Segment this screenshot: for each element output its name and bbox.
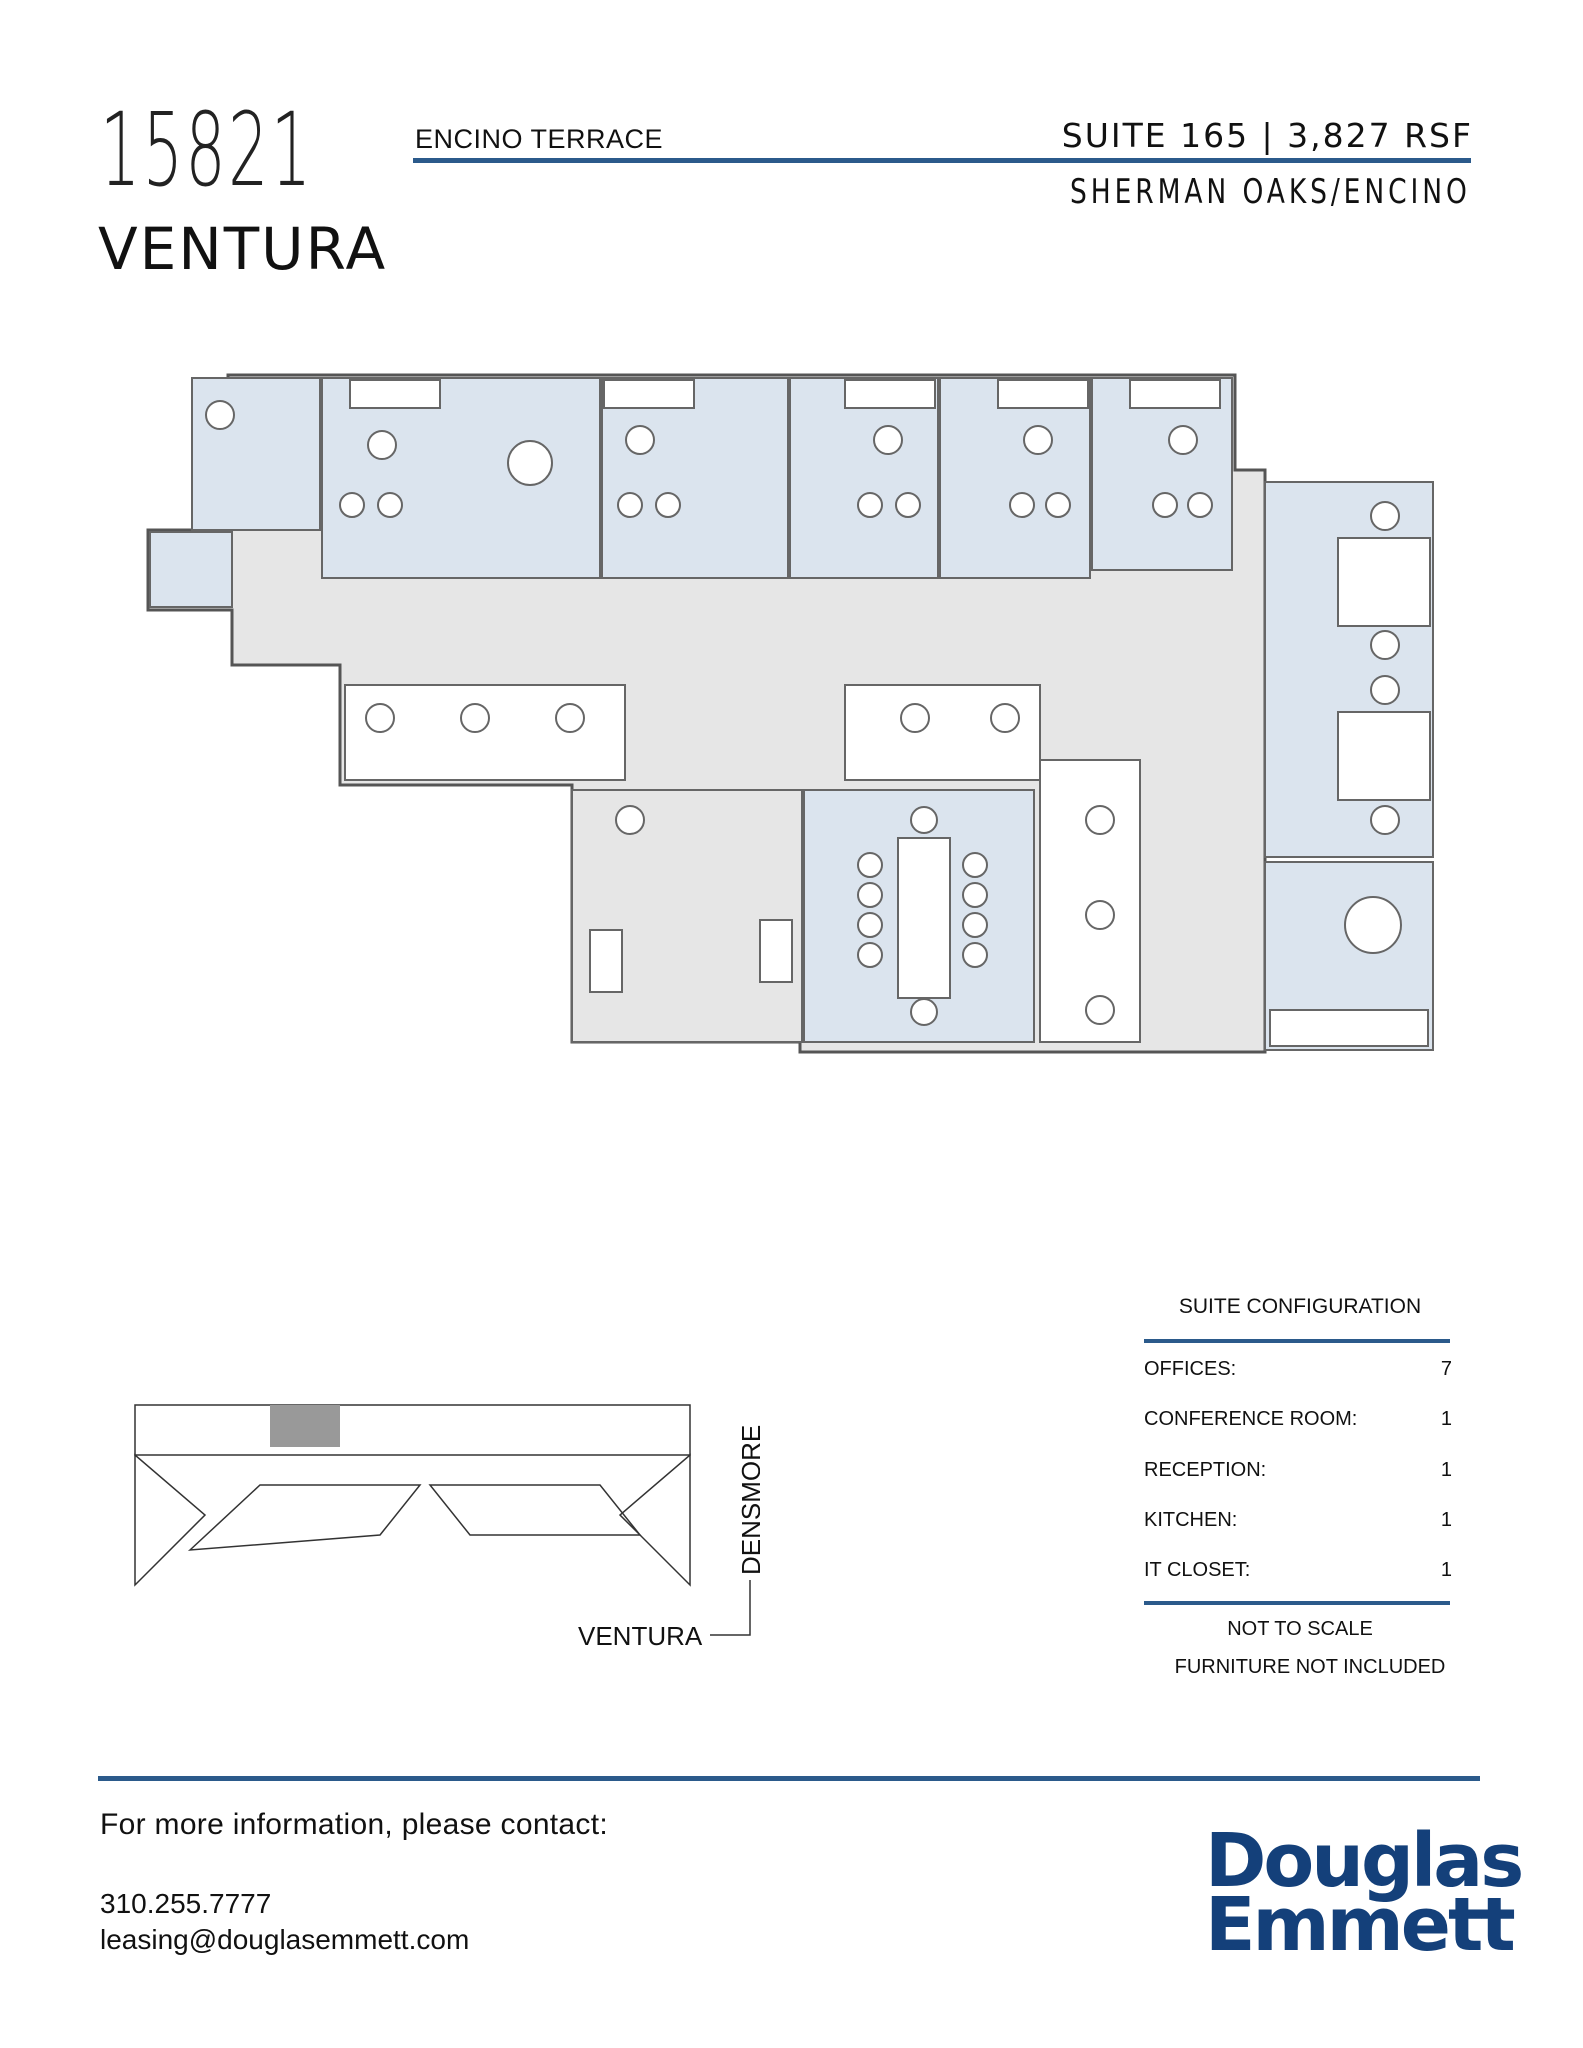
logo-line-2: Emmett [1205,1881,1516,1968]
chair [365,703,395,733]
round-table [507,440,553,486]
workstation [344,684,626,781]
chair [895,492,921,518]
office-room [149,531,233,608]
chair [1168,425,1198,455]
contact-heading: For more information, please contact: [100,1808,608,1841]
chair [615,805,645,835]
chair [1085,995,1115,1025]
building-name: ENCINO TERRACE [415,124,664,154]
chair [962,882,988,908]
desk [1337,711,1431,801]
conference-table [897,837,951,999]
chair [367,430,397,460]
suite-config-title: SUITE CONFIGURATION [1178,1295,1422,1318]
sofa [589,929,623,993]
config-row-reception: RECEPTION:1 [1144,1459,1452,1481]
chair [205,400,235,430]
chair [617,492,643,518]
chair [962,912,988,938]
chair [1187,492,1213,518]
office-room [601,377,789,579]
key-plan-street-densmore: DENSMORE [736,1425,760,1575]
office-room [191,377,321,531]
chair [377,492,403,518]
submarket: SHERMAN OAKS/ENCINO [1070,172,1471,212]
chair [555,703,585,733]
desk [1337,537,1431,627]
note-furniture: FURNITURE NOT INCLUDED [1174,1656,1446,1678]
footer-divider [98,1776,1480,1781]
office-room [1091,377,1233,571]
floor-plan [146,373,1434,1054]
address-number: 15821 [100,91,314,210]
chair [857,882,883,908]
chair [900,703,930,733]
chair [857,912,883,938]
sofa [759,919,793,983]
desk [844,379,936,409]
chair [962,942,988,968]
key-plan-street-ventura: VENTURA [578,1621,703,1651]
config-row-kitchen: KITCHEN:1 [1144,1509,1452,1531]
chair [873,425,903,455]
chair [655,492,681,518]
chair [339,492,365,518]
chair [1152,492,1178,518]
workstation [844,684,1041,781]
desk [997,379,1089,409]
chair [1085,805,1115,835]
chair [1370,630,1400,660]
office-room [321,377,601,579]
chair [1370,501,1400,531]
note-not-to-scale: NOT TO SCALE [1227,1618,1373,1640]
chair [857,942,883,968]
chair [990,703,1020,733]
header-divider [413,158,1471,163]
suite-highlight [270,1405,340,1447]
douglas-emmett-logo: Douglas Emmett [1205,1818,1524,1968]
chair [857,852,883,878]
chair [857,492,883,518]
config-row-it-closet: IT CLOSET:1 [1144,1559,1452,1581]
chair [460,703,490,733]
chair [910,806,938,834]
config-row-offices: OFFICES:7 [1144,1358,1452,1380]
reception-area [571,789,803,1043]
desk [1129,379,1221,409]
suite-info: SUITE 165 | 3,827 RSF [1061,116,1473,155]
office-room [939,377,1091,579]
round-table [1344,896,1402,954]
logo-line-1: Douglas [1205,1818,1524,1904]
config-divider-top [1144,1339,1450,1343]
contact-phone[interactable]: 310.255.7777 [100,1888,272,1919]
key-plan: VENTURA DENSMORE [134,1404,760,1651]
desk [349,379,441,409]
chair [1009,492,1035,518]
workstation [1039,759,1141,1043]
chair [1370,805,1400,835]
config-row-conference: CONFERENCE ROOM:1 [1144,1408,1452,1430]
address-street: VENTURA [98,215,388,283]
config-divider-bottom [1144,1601,1450,1605]
chair [1045,492,1071,518]
chair [625,425,655,455]
chair [1085,900,1115,930]
chair [962,852,988,878]
office-room [789,377,939,579]
kitchen-counter [1269,1009,1429,1047]
desk [603,379,695,409]
chair [1370,675,1400,705]
chair [1023,425,1053,455]
contact-email[interactable]: leasing@douglasemmett.com [100,1924,470,1955]
chair [910,998,938,1026]
